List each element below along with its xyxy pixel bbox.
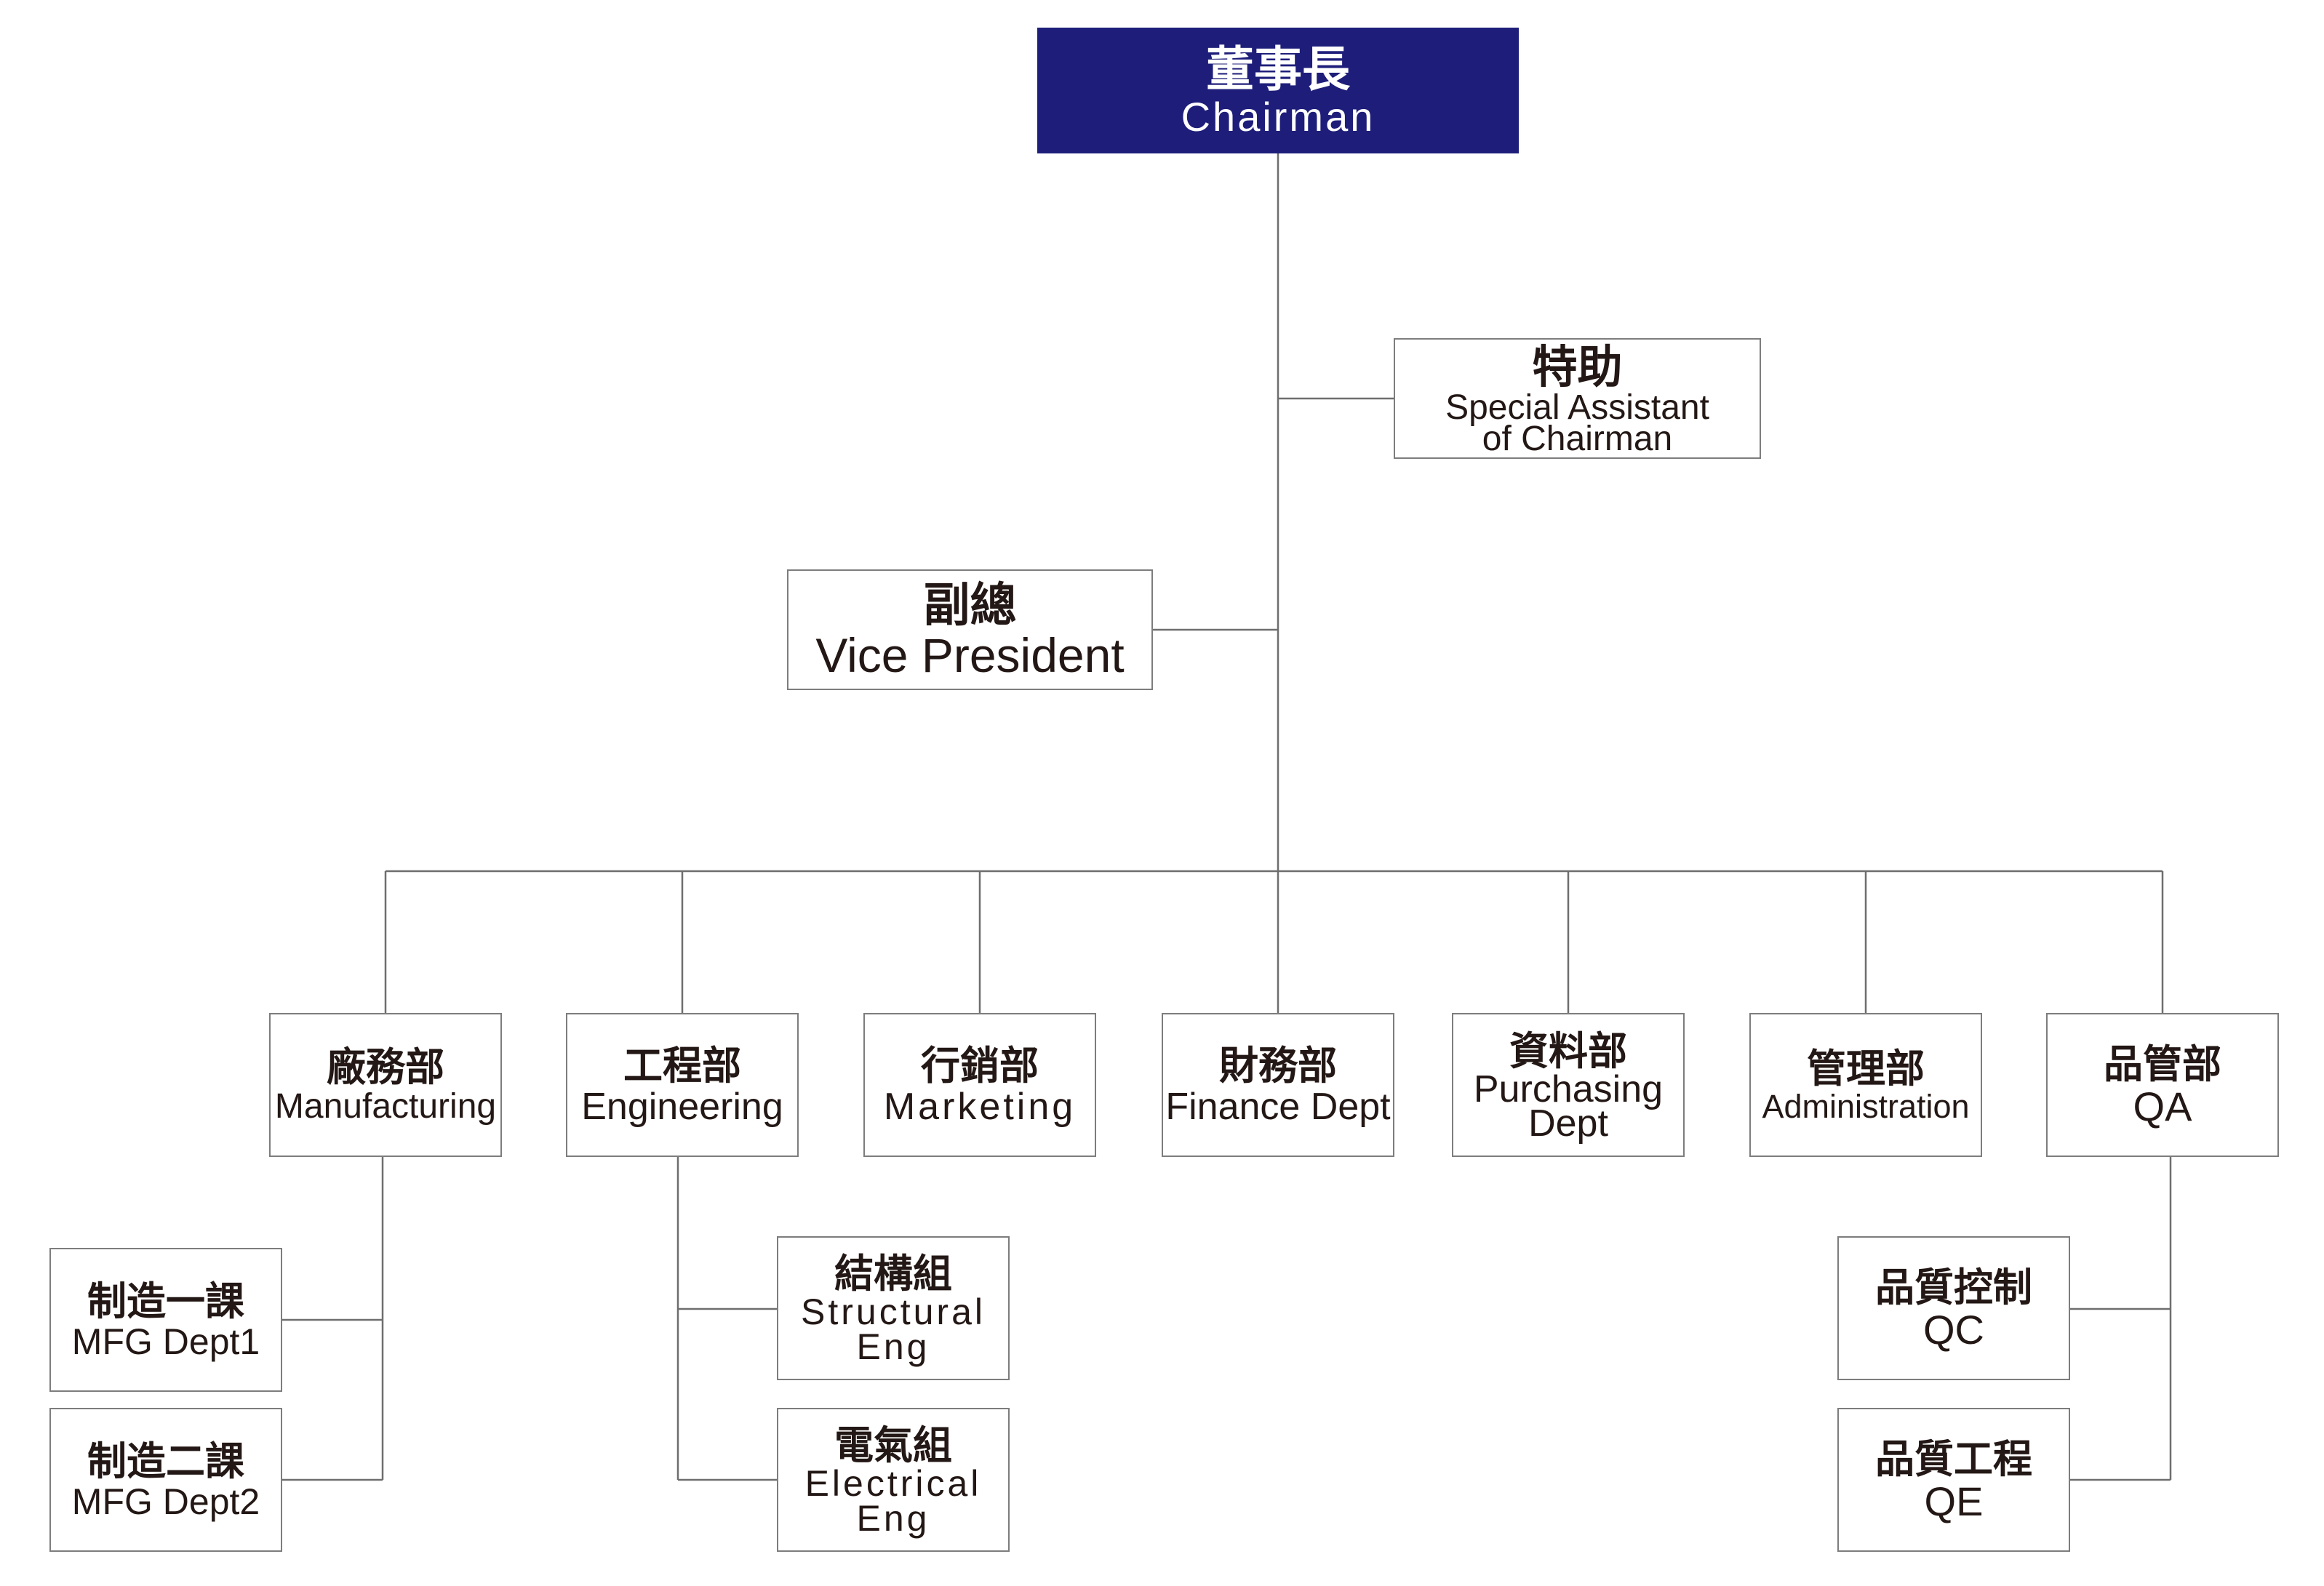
node-dept-purchasing-zh: 資料部 [1509, 1028, 1627, 1074]
node-vice-president-en: Vice President [815, 628, 1125, 683]
node-electrical-eng-en: Electrical Eng [804, 1463, 982, 1539]
node-structural-eng-zh: 結構組 [834, 1250, 952, 1297]
node-dept-administration: 管理部 Administration [1749, 1013, 1982, 1157]
node-dept-finance-zh: 財務部 [1219, 1043, 1337, 1089]
node-chairman: 董事長 Chairman [1037, 28, 1519, 153]
node-special-assistant-en: Special Assistant of Chairman [1445, 388, 1709, 459]
node-dept-qa: 品管部 QA [2046, 1013, 2279, 1157]
node-electrical-eng-zh: 電氣組 [834, 1422, 952, 1468]
node-qe-zh: 品質工程 [1875, 1436, 2032, 1483]
node-mfg-dept2-zh: 制造二課 [87, 1438, 244, 1485]
node-vice-president: 副總 Vice President [787, 569, 1153, 690]
node-chairman-en: Chairman [1181, 93, 1375, 140]
node-mfg-dept2-en: MFG Dept2 [71, 1481, 260, 1522]
node-qe: 品質工程 QE [1837, 1408, 2070, 1552]
node-dept-engineering: 工程部 Engineering [566, 1013, 799, 1157]
node-special-assistant: 特助 Special Assistant of Chairman [1394, 338, 1761, 459]
node-mfg-dept1-en: MFG Dept1 [71, 1321, 260, 1362]
node-dept-purchasing: 資料部 Purchasing Dept [1452, 1013, 1685, 1157]
node-structural-eng: 結構組 Structural Eng [777, 1236, 1010, 1380]
node-special-assistant-zh: 特助 [1532, 340, 1623, 393]
node-mfg-dept1: 制造一課 MFG Dept1 [49, 1248, 282, 1392]
node-qc-en: QC [1923, 1306, 1984, 1353]
node-mfg-dept1-zh: 制造一課 [87, 1278, 244, 1325]
node-dept-marketing: 行銷部 Marketing [863, 1013, 1096, 1157]
node-dept-qa-zh: 品管部 [2104, 1041, 2221, 1088]
node-chairman-zh: 董事長 [1206, 41, 1350, 98]
node-dept-manufacturing-en: Manufacturing [274, 1086, 497, 1126]
node-dept-marketing-en: Marketing [883, 1085, 1077, 1128]
node-electrical-eng: 電氣組 Electrical Eng [777, 1408, 1010, 1552]
node-dept-manufacturing-zh: 廠務部 [327, 1044, 444, 1091]
node-dept-administration-zh: 管理部 [1807, 1045, 1925, 1092]
node-dept-purchasing-en: Purchasing Dept [1473, 1068, 1664, 1145]
node-dept-finance: 財務部 Finance Dept [1162, 1013, 1394, 1157]
node-dept-marketing-zh: 行銷部 [921, 1043, 1039, 1089]
node-qc-zh: 品質控制 [1875, 1265, 2032, 1311]
node-vice-president-zh: 副總 [923, 578, 1017, 633]
node-dept-qa-en: QA [2133, 1083, 2192, 1129]
node-dept-finance-en: Finance Dept [1165, 1085, 1391, 1128]
node-mfg-dept2: 制造二課 MFG Dept2 [49, 1408, 282, 1552]
node-dept-administration-en: Administration [1762, 1088, 1970, 1126]
node-structural-eng-en: Structural Eng [801, 1291, 986, 1367]
node-dept-engineering-zh: 工程部 [623, 1043, 741, 1089]
node-dept-engineering-en: Engineering [581, 1085, 783, 1128]
node-qc: 品質控制 QC [1837, 1236, 2070, 1380]
node-dept-manufacturing: 廠務部 Manufacturing [269, 1013, 502, 1157]
node-qe-en: QE [1924, 1478, 1984, 1524]
